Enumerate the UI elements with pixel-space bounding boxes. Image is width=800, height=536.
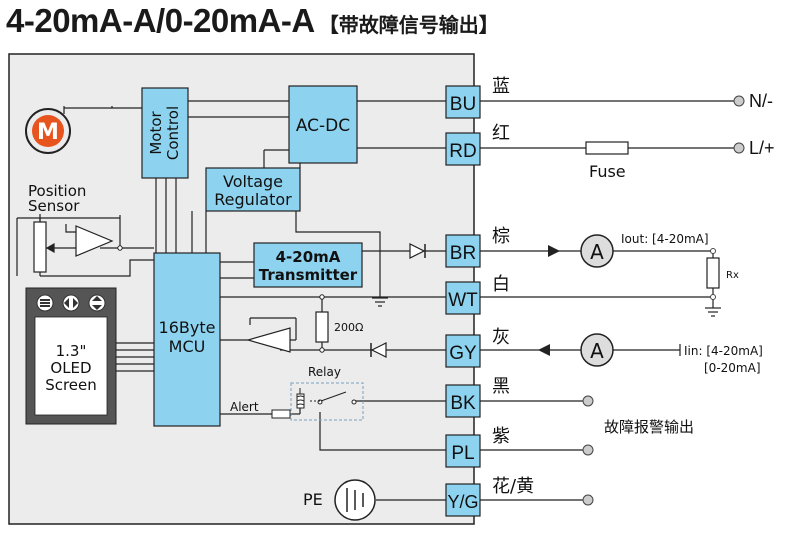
external-ground-symbol — [705, 307, 721, 317]
mcu-line1: 16Byte — [159, 318, 216, 337]
up-down-icon — [92, 296, 102, 310]
potentiometer — [16, 214, 55, 276]
wire-color-yg: 花/黄 — [492, 476, 534, 497]
position-sensor-line2: Sensor — [28, 197, 80, 215]
alert-resistor — [271, 409, 291, 419]
ammeter-out — [580, 234, 614, 268]
title-sub: 【带故障信号输出】 — [318, 13, 499, 37]
sensor-amplifier — [75, 225, 114, 257]
l-label: L/+ — [749, 138, 775, 158]
ammeter-in-symbol: A — [590, 339, 604, 363]
rx-label: Rx — [726, 270, 739, 281]
terminal-rd-code: RD — [449, 141, 476, 162]
terminal-gy: GY — [445, 334, 481, 368]
fuse-symbol — [585, 141, 629, 155]
terminal-br: BR — [445, 234, 481, 268]
ac-dc-label: AC-DC — [296, 116, 350, 136]
oled-line2: OLED — [50, 359, 91, 377]
wire-color-wt: 白 — [492, 274, 510, 295]
terminal-bu: BU — [445, 85, 481, 119]
relay-label: Relay — [308, 365, 341, 379]
wire-color-br: 棕 — [492, 226, 510, 247]
motor-control-label-line1: Motor — [147, 111, 165, 155]
ac-dc-block — [288, 85, 358, 164]
terminal-yg-code: Y/G — [447, 492, 478, 512]
terminal-bu-code: BU — [450, 94, 476, 115]
diode-br — [409, 243, 426, 259]
ground-symbol — [372, 297, 388, 307]
pe-label: PE — [303, 490, 323, 509]
relay-coil — [296, 388, 357, 409]
alert-label: Alert — [230, 400, 259, 414]
motor-control-block — [141, 87, 189, 179]
mcu-block — [153, 252, 221, 427]
fuse-label: Fuse — [589, 162, 626, 181]
ammeter-out-symbol: A — [590, 240, 604, 264]
sense-resistor — [315, 311, 329, 343]
oled-screen — [34, 316, 108, 416]
internal-wiring — [17, 100, 446, 501]
iout-label: Iout: [4-20mA] — [621, 232, 709, 246]
resistor-value: 200Ω — [334, 321, 363, 334]
rx-resistor — [706, 257, 720, 289]
wire-color-bu: 蓝 — [492, 76, 510, 97]
relay-box — [290, 382, 364, 421]
earth-icon — [334, 479, 376, 521]
n-label: N/- — [749, 91, 773, 111]
wire-color-rd: 红 — [492, 123, 510, 144]
voltage-regulator-block — [205, 167, 301, 212]
terminal-end-points — [582, 95, 745, 506]
terminal-wt-code: WT — [448, 290, 478, 311]
terminal-bk: BK — [445, 384, 481, 418]
iin-label-line2: [0-20mA] — [704, 361, 761, 375]
terminal-yg: Y/G — [445, 483, 481, 517]
mcu-line2: MCU — [169, 337, 206, 356]
position-sensor-line1: Position — [28, 182, 86, 200]
terminal-br-code: BR — [450, 243, 476, 264]
menu-icon — [40, 299, 50, 307]
iin-label-line1: Iin: [4-20mA] — [684, 344, 763, 358]
voltage-regulator-line2: Regulator — [214, 190, 292, 209]
page-title: 4-20mA-A/0-20mA-A 【带故障信号输出】 — [6, 2, 499, 46]
transmitter-block — [253, 242, 363, 288]
motor — [25, 108, 71, 154]
oled-line3: Screen — [45, 376, 97, 394]
transmitter-line2: Transmitter — [259, 266, 358, 284]
input-amplifier — [245, 327, 291, 353]
ammeter-in — [580, 333, 614, 367]
diode-gy — [370, 342, 387, 358]
external-wiring — [480, 100, 734, 501]
terminal-wt: WT — [445, 281, 481, 315]
motor-letter: M — [37, 120, 59, 145]
arrow-br — [548, 245, 560, 257]
transmitter-line1: 4-20mA — [276, 248, 341, 266]
wire-color-pl: 紫 — [492, 426, 510, 447]
fault-output-label: 故障报警输出 — [604, 418, 694, 436]
left-right-icon — [64, 298, 78, 308]
terminal-pl: PL — [445, 434, 481, 468]
arrow-gy — [538, 344, 550, 356]
terminal-bk-code: BK — [450, 393, 476, 414]
wire-color-bk: 黑 — [492, 376, 510, 397]
voltage-regulator-line1: Voltage — [223, 172, 283, 191]
motor-control-label-line2: Control — [164, 106, 182, 160]
terminal-pl-code: PL — [451, 443, 474, 464]
terminal-gy-code: GY — [449, 343, 477, 364]
oled-line1: 1.3" — [56, 342, 87, 360]
title-main: 4-20mA-A/0-20mA-A — [6, 2, 315, 39]
wire-color-gy: 灰 — [492, 327, 510, 348]
terminal-rd: RD — [445, 132, 481, 166]
